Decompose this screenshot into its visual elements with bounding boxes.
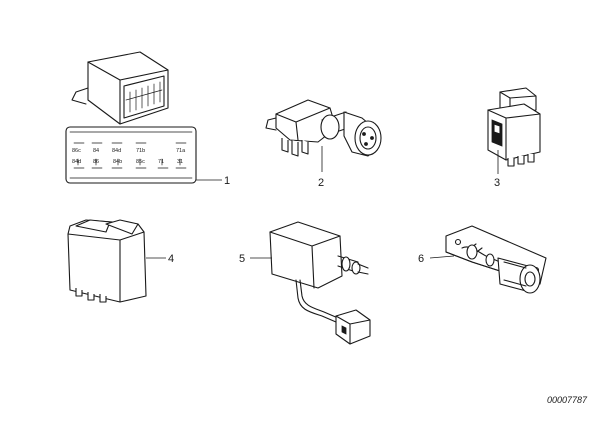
callout-2[interactable]: 2 [318, 177, 324, 189]
relay-terminal-top-2: 84 [93, 148, 99, 154]
leader-line-6 [429, 255, 455, 259]
part-1-relay[interactable]: 86c 84 84d 71b 71a 84d 86 84b 85c 71 31 [65, 51, 197, 184]
callout-4[interactable]: 4 [168, 253, 174, 265]
callout-3[interactable]: 3 [494, 177, 500, 189]
relay-terminal-bottom-5: 71 [158, 159, 164, 165]
document-number: 00007787 [547, 395, 588, 405]
relay-terminal-bottom-3: 84b [113, 159, 122, 165]
relay-terminal-top-5: 71a [176, 148, 186, 154]
callout-1[interactable]: 1 [224, 175, 230, 187]
relay-terminal-top-1: 86c [72, 148, 81, 154]
relay-terminal-bottom-1: 84d [72, 159, 81, 165]
relay-terminal-top-3: 84d [112, 148, 121, 154]
part-5-actuator[interactable] [269, 221, 371, 345]
relay-terminal-top-4: 71b [136, 148, 145, 154]
part-6-solenoid[interactable] [445, 225, 547, 294]
callout-6[interactable]: 6 [418, 253, 424, 265]
part-4-relay[interactable] [67, 219, 147, 303]
callout-5[interactable]: 5 [239, 253, 245, 265]
part-3-push-switch[interactable] [487, 87, 541, 167]
relay-terminal-bottom-2: 86 [93, 159, 99, 165]
part-2-rotary-switch[interactable] [265, 99, 382, 157]
relay-terminal-bottom-6: 31 [177, 159, 183, 165]
relay-terminal-bottom-4: 85c [136, 159, 145, 165]
